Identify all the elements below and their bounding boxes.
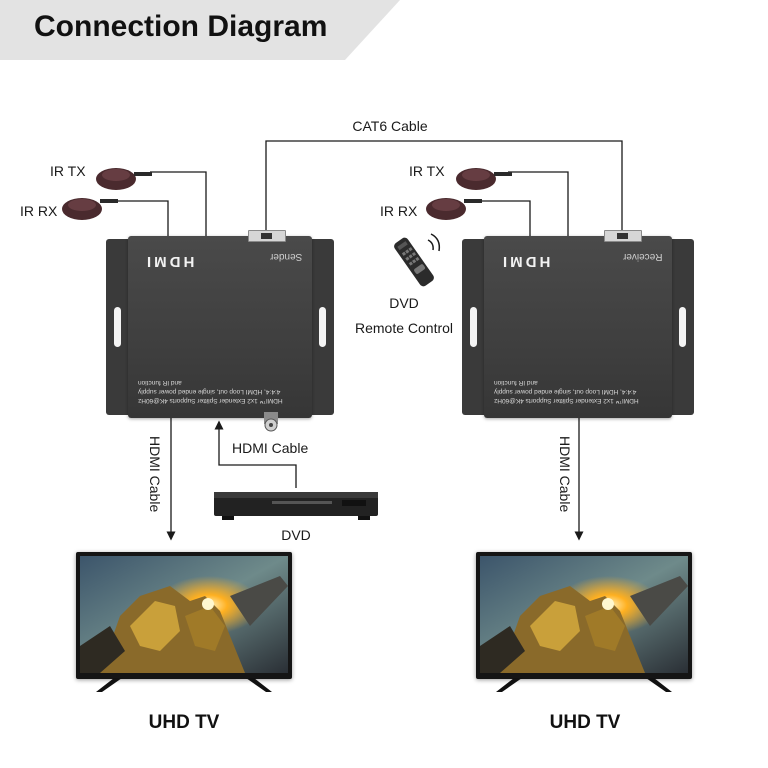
uhd-tv-right: [476, 552, 692, 679]
receiver-extender: HDMI Receiver HDMI™ 1x2 Extender Splitte…: [462, 230, 694, 418]
cat6-cable-line: [265, 140, 623, 236]
robot-screen-image: [80, 556, 288, 673]
tv-stand-right: [496, 678, 672, 692]
mount-slot: [470, 307, 477, 347]
device-body: [484, 236, 672, 418]
fine-print-line: HDMI™ 1x2 Extender Splitter Supports 4K@…: [494, 397, 639, 404]
remote-control-icon: [394, 233, 441, 287]
sender-ir-rx-label: IR RX: [20, 203, 58, 219]
mount-slot: [114, 307, 121, 347]
uhd-tv-left: [76, 552, 292, 679]
ir-rx-probe-icon: [426, 198, 482, 220]
sender-ir-rx-cable: [116, 200, 169, 236]
dvd-label: DVD: [281, 527, 311, 543]
rj45-port: [248, 230, 286, 242]
ir-rx-probe-icon: [62, 198, 118, 220]
fine-print-line: and IR function: [138, 379, 182, 386]
sender-ir-tx-cable: [150, 171, 207, 236]
sender-ir-tx-label: IR TX: [50, 163, 86, 179]
uhd-tv-label-right: UHD TV: [549, 712, 621, 733]
device-fine-print: HDMI™ 1x2 Extender Splitter Supports 4K@…: [138, 378, 283, 405]
fine-print-line: and IR function: [494, 379, 538, 386]
hdmi-cable-label-input: HDMI Cable: [232, 440, 309, 456]
hdmi-cable-label-right: HDMI Cable: [557, 436, 573, 513]
mount-slot: [319, 307, 326, 347]
fine-print-line: 4:4:4, HDMI Loop out, single ended power…: [494, 388, 637, 395]
rj45-port: [604, 230, 642, 242]
remote-label-line1: DVD: [389, 295, 419, 311]
remote-label-line2: Remote Control: [354, 320, 454, 336]
receiver-ir-tx-cable: [508, 171, 569, 236]
sender-extender: HDMI Sender HDMI™ 1x2 Extender Splitter …: [106, 230, 334, 418]
sender-label: Sender: [269, 251, 302, 262]
uhd-tv-label-left: UHD TV: [148, 712, 220, 733]
power-port-icon: [264, 412, 278, 432]
fine-print-line: HDMI™ 1x2 Extender Splitter Supports 4K@…: [138, 397, 283, 404]
device-brand: HDMI: [500, 253, 551, 270]
mount-slot: [679, 307, 686, 347]
receiver-ir-rx-cable: [480, 200, 531, 236]
receiver-label: Receiver: [622, 251, 662, 262]
device-body: [128, 236, 312, 418]
tv-screen: [480, 556, 688, 673]
cat6-cable-label: CAT6 Cable: [352, 118, 428, 134]
page-title: Connection Diagram: [34, 10, 328, 43]
device-brand: HDMI: [144, 253, 195, 270]
dvd-player-icon: [214, 492, 378, 520]
tv-screen: [80, 556, 288, 673]
receiver-ir-tx-label: IR TX: [409, 163, 445, 179]
fine-print-line: 4:4:4, HDMI Loop out, single ended power…: [138, 388, 281, 395]
robot-screen-image: [480, 556, 688, 673]
device-fine-print: HDMI™ 1x2 Extender Splitter Supports 4K@…: [494, 378, 639, 405]
ir-tx-probe-icon: [96, 168, 152, 190]
tv-stand-left: [96, 678, 272, 692]
title-banner: [0, 0, 400, 60]
receiver-ir-rx-label: IR RX: [380, 203, 418, 219]
hdmi-cable-label-left: HDMI Cable: [147, 436, 163, 513]
dvd-hdmi-input-line: [214, 420, 297, 488]
ir-tx-probe-icon: [456, 168, 512, 190]
